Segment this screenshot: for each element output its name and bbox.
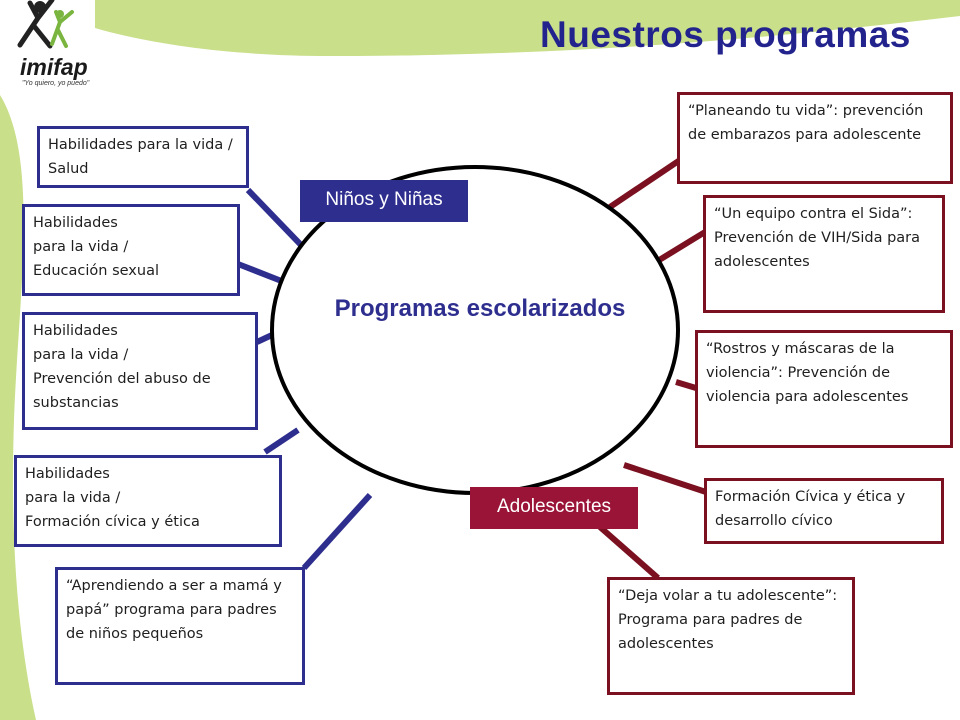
slide-title: Nuestros programas	[540, 14, 911, 55]
connector-left-3	[255, 332, 274, 345]
connector-left-1	[245, 187, 305, 249]
connector-right-3	[675, 379, 697, 391]
program-box-right-2: “Un equipo contra el Sida”: Prevención d…	[703, 195, 945, 313]
program-box-right-1: “Planeando tu vida”: prevención de embar…	[677, 92, 953, 184]
green-swoosh-left	[0, 95, 36, 720]
program-box-left-3: Habilidades para la vida / Prevención de…	[22, 312, 258, 430]
program-box-right-5: “Deja volar a tu adolescente”: Programa …	[607, 577, 855, 695]
connector-right-4	[623, 462, 707, 495]
logo-figures-icon	[17, 0, 74, 49]
connector-left-2	[236, 261, 286, 285]
connector-right-2	[654, 229, 707, 265]
program-box-right-4: Formación Cívica y ética y desarrollo cí…	[704, 478, 944, 544]
connector-right-5	[598, 524, 660, 581]
connector-left-4	[263, 427, 300, 455]
connector-right-1	[608, 157, 682, 210]
program-box-left-4: Habilidades para la vida / Formación cív…	[14, 455, 282, 547]
logo-tagline: "Yo quiero, yo puedo"	[22, 80, 90, 87]
program-box-right-3: “Rostros y máscaras de la violencia”: Pr…	[695, 330, 953, 448]
green-swoosh-top	[95, 0, 960, 56]
program-box-left-2: Habilidades para la vida / Educación sex…	[22, 204, 240, 296]
program-box-left-1: Habilidades para la vida / Salud	[37, 126, 249, 188]
center-label: Programas escolarizados	[334, 295, 626, 322]
label-adolescentes: Adolescentes	[470, 487, 638, 529]
connector-left-5	[301, 492, 373, 571]
program-box-left-5: “Aprendiendo a ser a mamá y papá” progra…	[55, 567, 305, 685]
logo-name: imifap	[20, 54, 88, 80]
label-ninos-ninas: Niños y Niñas	[300, 180, 468, 222]
